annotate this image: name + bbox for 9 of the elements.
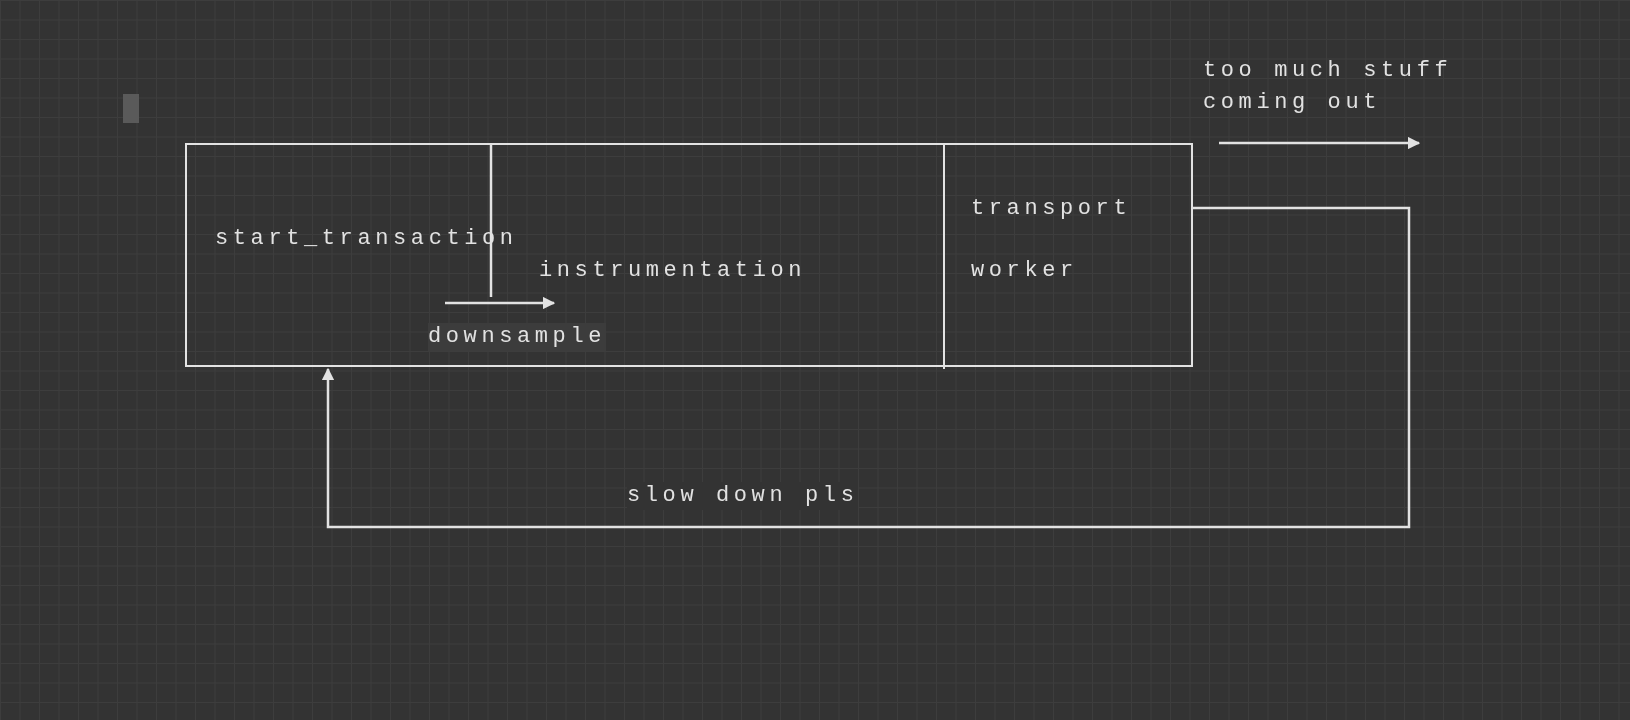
edge-label: downsample bbox=[428, 323, 607, 351]
text-label: instrumentation bbox=[539, 257, 819, 291]
text-label: worker bbox=[971, 257, 1078, 285]
edge-label: too much stuff coming out bbox=[1203, 57, 1454, 117]
arrow bbox=[445, 296, 556, 310]
arrow bbox=[321, 206, 1411, 529]
text-label: transport bbox=[971, 195, 1132, 223]
arrow bbox=[1219, 136, 1421, 150]
edge-label: slow down pls bbox=[627, 482, 859, 510]
